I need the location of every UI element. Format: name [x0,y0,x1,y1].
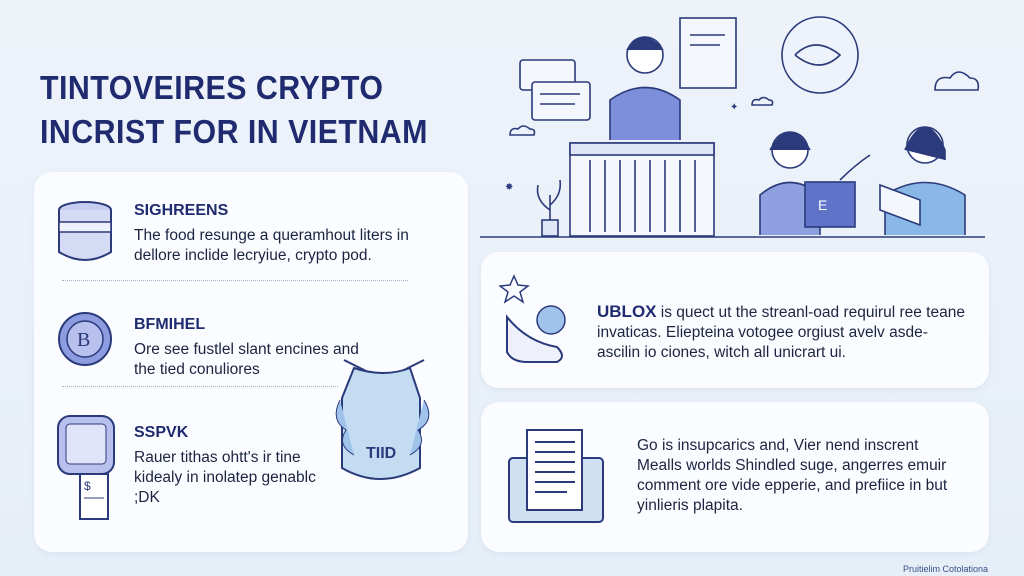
feature-item: SSPVK Rauer tithas ohtt's ir tine kideal… [134,424,324,508]
office-illustration: E ✦ ✸ [480,16,985,238]
page-title: TINTOVEIRES CRYPTO INCRIST FOR IN VIETNA… [40,66,428,154]
info-text: UBLOX is quect ut the streanl-oad requir… [597,302,967,363]
svg-text:E: E [818,197,827,213]
feature-heading: SSPVK [134,424,189,441]
document-icon [508,429,604,523]
bag-label: TIID [366,445,396,462]
info-lead: UBLOX [597,302,657,321]
svg-text:✦: ✦ [730,102,738,113]
svg-text:B: B [77,329,90,351]
money-bag-icon: TIID [335,359,430,480]
title-line-1: TINTOVEIRES CRYPTO [40,69,384,106]
features-card: SIGHREENS The food resunge a queramhout … [34,172,468,552]
feature-text: The food resunge a queramhout liters in … [134,227,409,264]
svg-text:✸: ✸ [505,182,513,193]
jar-icon [58,201,112,261]
feature-heading: BFMIHEL [134,316,206,333]
title-line-2: INCRIST FOR IN VIETNAM [40,113,428,150]
info-body: is quect ut the streanl-oad requirul ree… [597,304,965,361]
info-text: Go is insupcarics and, Vier nend inscren… [637,437,948,514]
feature-text: Rauer tithas ohtt's ir tine kidealy in i… [134,449,316,506]
info-card: UBLOX is quect ut the streanl-oad requir… [481,252,989,388]
info-card: Go is insupcarics and, Vier nend inscren… [481,402,989,552]
feature-item: SIGHREENS The food resunge a queramhout … [134,202,434,266]
divider [62,280,408,281]
star-badge-icon [499,274,566,363]
device-receipt-icon: $ [57,415,115,520]
bitcoin-coin-icon: B [58,312,112,366]
feature-heading: SIGHREENS [134,202,229,219]
feature-text: Ore see fustlel slant encines and the ti… [134,341,359,378]
feature-item: BFMIHEL Ore see fustlel slant encines an… [134,316,359,380]
svg-text:$: $ [84,479,91,493]
divider [62,386,338,387]
footer-credit: Pruitielim Cotolationa [902,564,988,574]
cloud-icon [934,71,980,91]
